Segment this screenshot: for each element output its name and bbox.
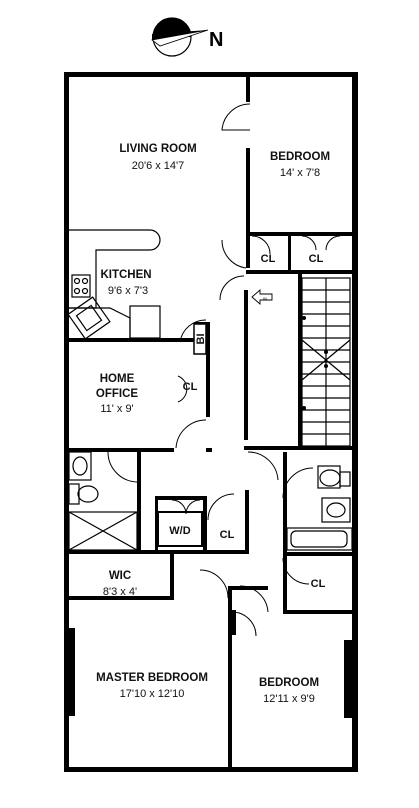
home-office-dims: 11' x 9' [100,403,133,415]
bathroom-left-fixtures [68,451,138,551]
closet-label: CL [183,381,198,393]
stove-icon [71,274,91,298]
living-room-name: LIVING ROOM [119,143,196,155]
toilet-icon [77,485,99,503]
wic-dims: 8'3 x 4' [103,586,137,598]
closet-label: CL [311,578,326,590]
home-office-name-line2: OFFICE [96,388,138,400]
bathroom-right-fixtures [286,465,353,551]
compass: N [151,17,223,57]
kitchen-dims: 9'6 x 7'3 [108,285,148,297]
living-room-dims: 20'6 x 14'7 [132,160,185,172]
sink-icon [67,296,111,340]
closet-label: CL [261,253,276,265]
wic-name: WIC [109,570,131,582]
kitchen-name: KITCHEN [100,269,151,281]
home-office-name-line1: HOME [100,373,135,385]
bedroom-north-name: BEDROOM [270,151,330,163]
washer-dryer-label: W/D [169,525,190,537]
built-in-box [193,323,207,355]
master-bedroom-dims: 17'10 x 12'10 [120,688,185,700]
svg-text:IN: IN [263,296,267,301]
closet-labels: CL CL CL CL CL W/D BI [169,253,325,590]
built-in-label: BI [195,334,207,345]
bathtub-icon [286,527,353,551]
outer-walls [64,72,358,772]
washer-dryer-box [157,511,203,547]
kitchen-counter [67,229,161,340]
bedroom-south-dims: 12'11 x 9'9 [263,693,315,705]
bedroom-south-name: BEDROOM [259,677,319,689]
fridge-icon [129,305,161,339]
bedroom-north-dims: 14' x 7'8 [280,167,320,179]
toilet-icon [319,469,341,487]
entry-arrow-icon: IN [251,289,273,305]
room-labels: LIVING ROOM 20'6 x 14'7 BEDROOM 14' x 7'… [96,143,330,705]
shower-icon [68,511,138,551]
sink-icon [72,456,88,476]
doors [107,103,341,637]
north-label: N [209,29,223,51]
closet-label: CL [309,253,324,265]
closet-label: CL [220,529,235,541]
staircase [301,277,351,447]
sink-icon [326,502,346,518]
master-bedroom-name: MASTER BEDROOM [96,672,208,684]
